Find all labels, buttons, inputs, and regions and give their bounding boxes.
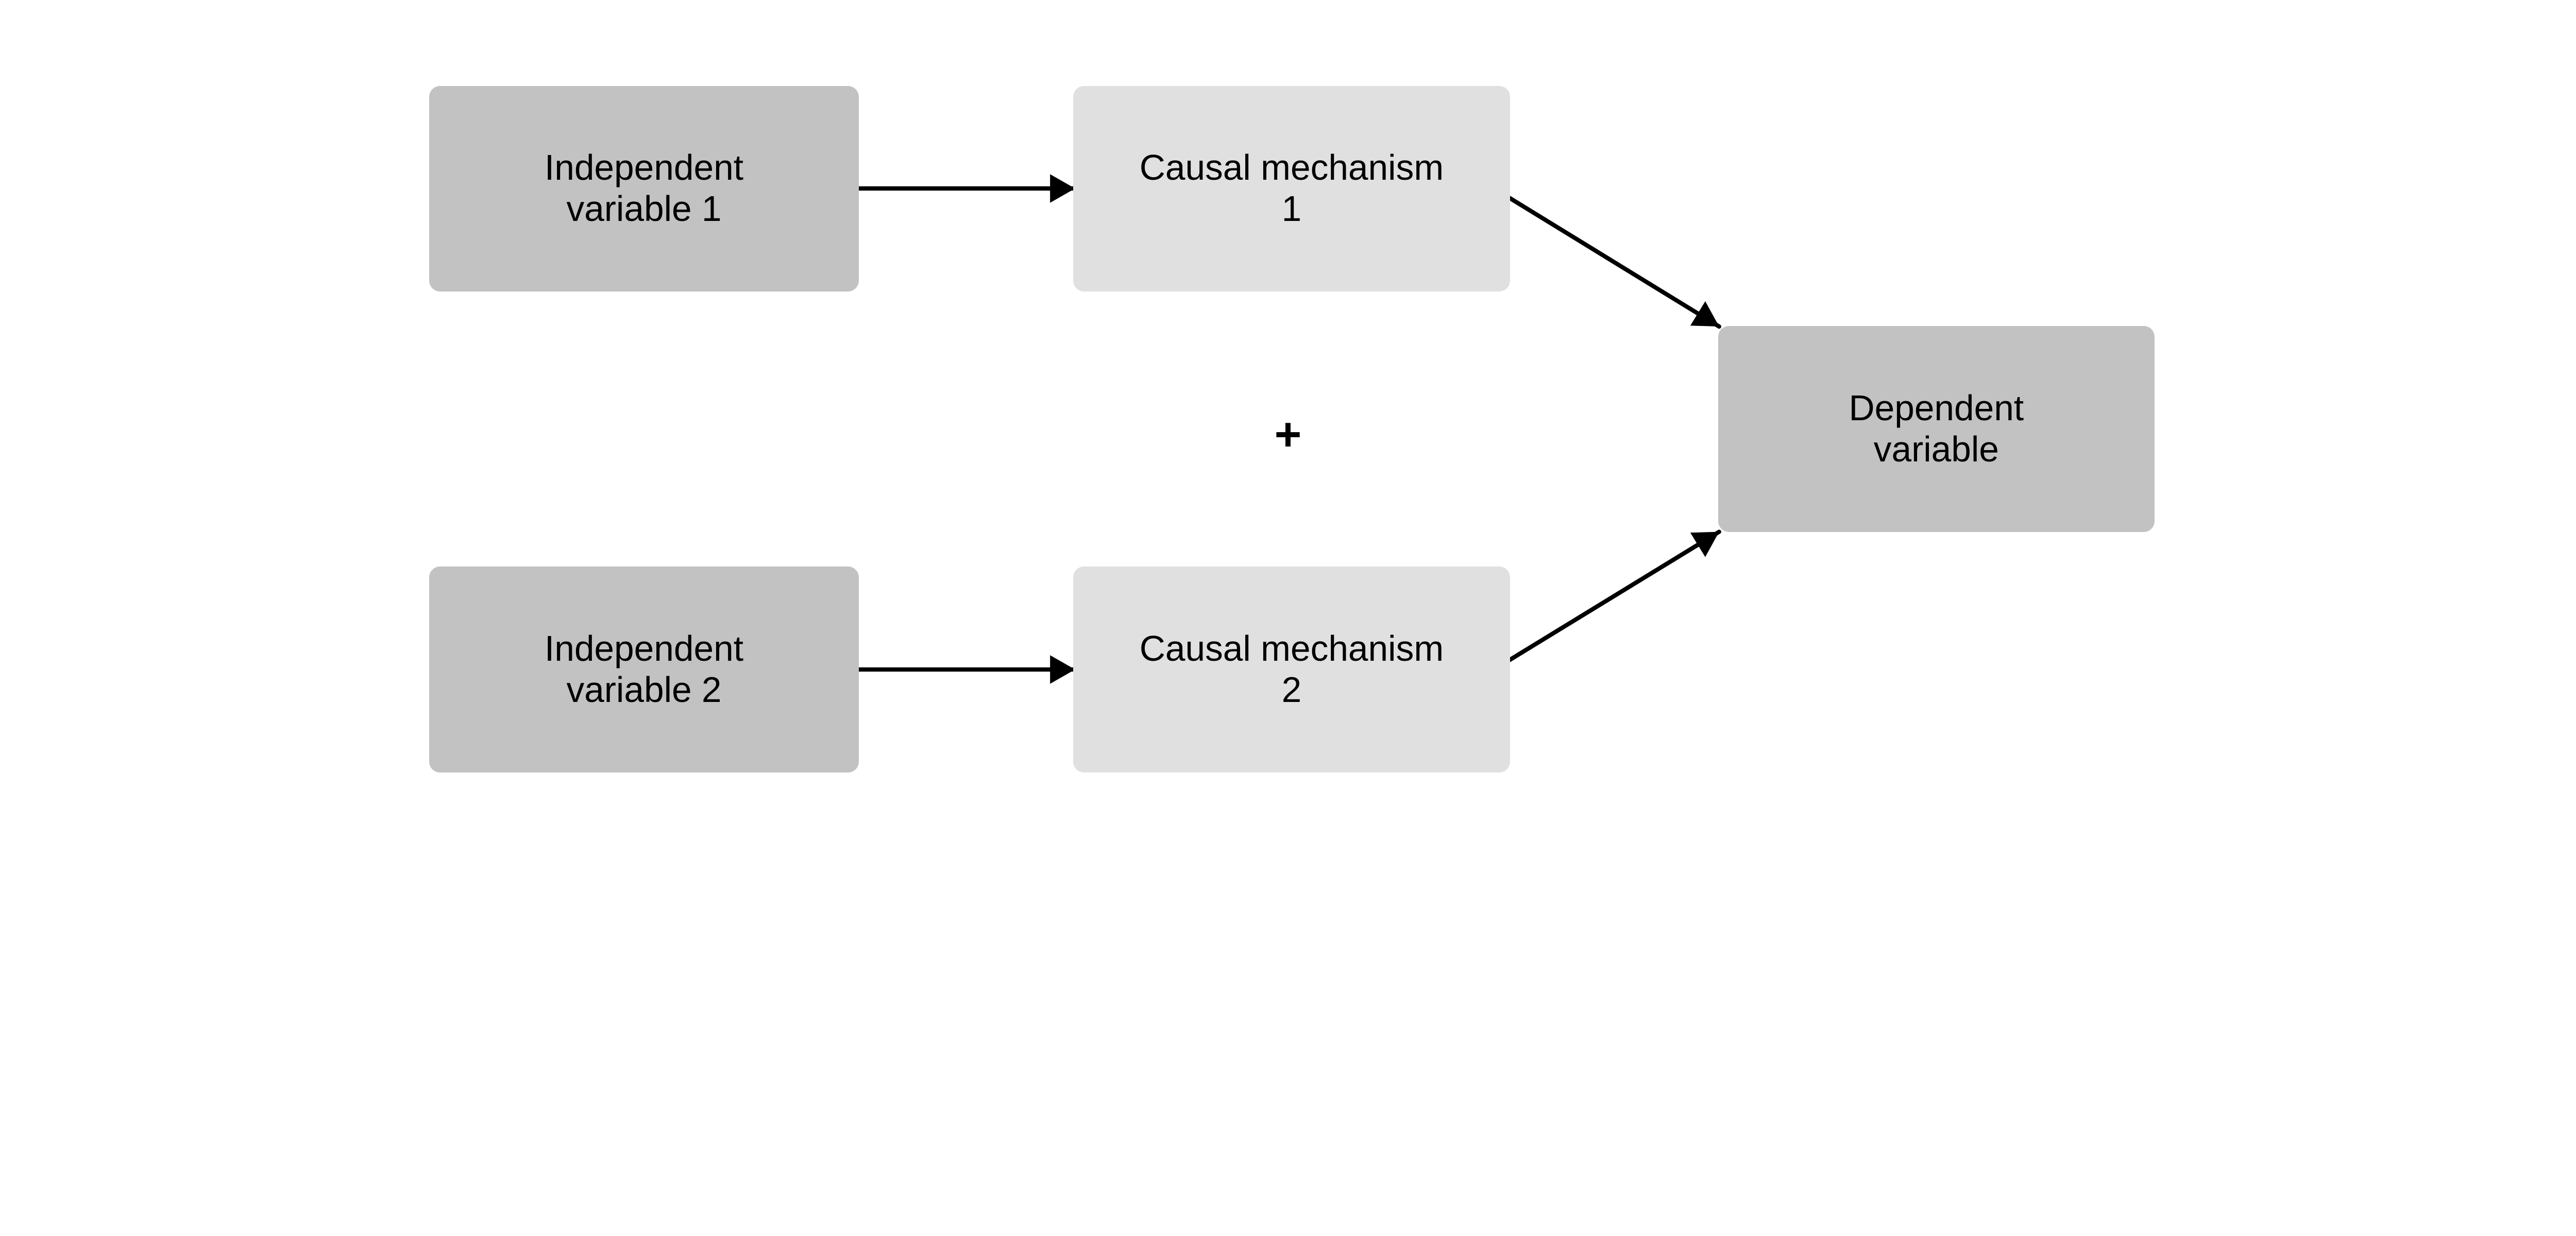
edge-cm2-to-dv-arrow [1507,529,1721,662]
node-label-line: variable [1873,429,1999,470]
diagram-canvas: Independent variable 1 Causal mechanism … [429,85,2155,772]
node-label-line: Causal mechanism [1139,628,1444,669]
node-label-line: Independent [544,628,744,669]
node-independent-variable-1: Independent variable 1 [429,85,859,291]
edge-cm1-to-dv-arrow [1507,196,1721,329]
node-label-line: Dependent [1849,388,2024,428]
node-independent-variable-2: Independent variable 2 [429,566,859,772]
node-label-line: 1 [1281,188,1302,229]
node-label-line: variable 1 [566,188,722,229]
node-causal-mechanism-2: Causal mechanism 2 [1073,566,1510,772]
plus-operator: + [1274,408,1302,460]
node-label-line: Causal mechanism [1139,147,1444,188]
node-label-line: Independent [544,147,744,188]
node-label-line: variable 2 [566,669,722,710]
node-dependent-variable: Dependent variable [1718,326,2155,533]
node-label-line: 2 [1281,669,1302,710]
edge-layer [856,174,1721,684]
node-causal-mechanism-1: Causal mechanism 1 [1073,85,1510,291]
